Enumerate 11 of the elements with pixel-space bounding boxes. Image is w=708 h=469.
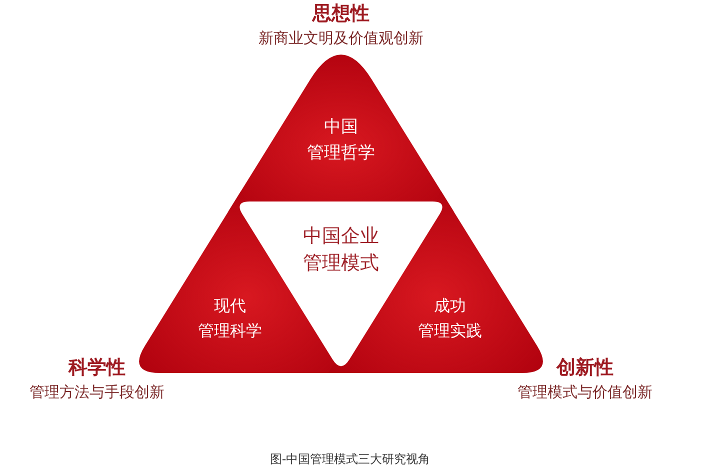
segment-label: 中国管理哲学 <box>307 116 375 165</box>
dimension-heading: 思想性 <box>312 2 370 26</box>
segment-label: 成功管理实践 <box>418 295 482 342</box>
dimension-subtitle: 管理模式与价值创新 <box>518 382 652 402</box>
dimension-subtitle: 新商业文明及价值观创新 <box>258 28 424 48</box>
center-label: 中国企业管理模式 <box>303 224 379 276</box>
segment-label: 现代管理科学 <box>198 295 262 342</box>
figure-caption: 图-中国管理模式三大研究视角 <box>270 451 430 467</box>
dimension-subtitle: 管理方法与手段创新 <box>30 382 164 402</box>
dimension-heading: 创新性 <box>556 356 614 380</box>
dimension-heading: 科学性 <box>68 356 126 380</box>
